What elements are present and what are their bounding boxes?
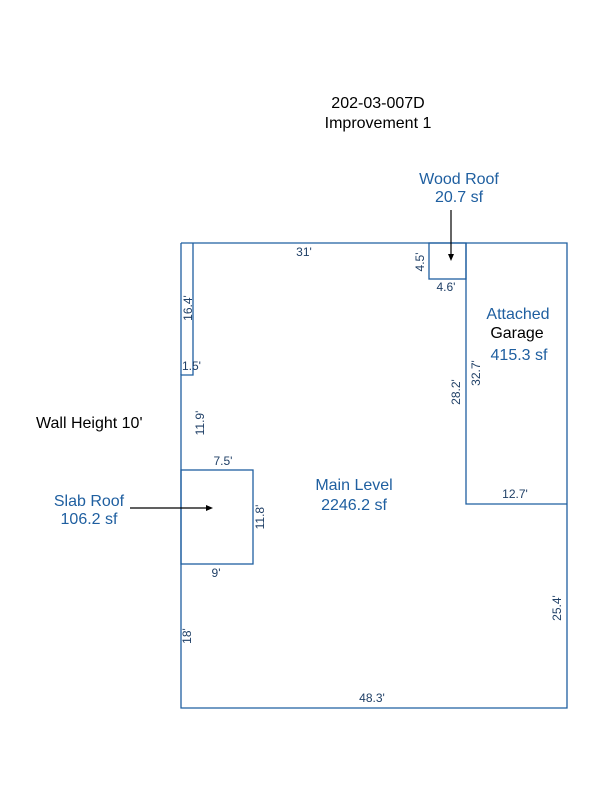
dim-left-lower: 18'	[180, 628, 194, 644]
slab-roof-area: 106.2 sf	[61, 511, 118, 528]
garage-name-line2: Garage	[490, 325, 543, 342]
wood-roof-arrowhead	[448, 254, 454, 261]
slab-roof-box	[180, 469, 254, 565]
dim-wood-height: 4.5'	[413, 253, 427, 272]
dim-garage-left-outer: 28.2'	[449, 379, 463, 405]
dim-left-jog: 1.5'	[182, 359, 201, 373]
dim-garage-left-inner: 32.7'	[469, 360, 483, 386]
dim-slab-top: 7.5'	[214, 454, 233, 468]
garage-outline	[465, 243, 567, 505]
dim-garage-bottom: 12.7'	[502, 487, 528, 501]
main-level-area: 2246.2 sf	[321, 497, 387, 514]
wood-roof-box	[428, 242, 467, 280]
dim-right-lower: 25.4'	[550, 595, 564, 621]
dim-slab-right: 11.8'	[253, 505, 267, 530]
wall-height-label: Wall Height 10'	[36, 415, 143, 432]
garage-area: 415.3 sf	[491, 347, 548, 364]
dim-wood-width: 4.6'	[437, 280, 456, 294]
wood-roof-name: Wood Roof	[419, 171, 499, 188]
dim-left-upper: 16.4'	[181, 295, 195, 321]
main-level-outline	[180, 242, 568, 709]
dim-bottom: 48.3'	[359, 691, 385, 705]
dim-slab-bottom: 9'	[212, 566, 221, 580]
dim-left-mid: 11.9'	[193, 411, 207, 436]
dim-top: 31'	[296, 245, 312, 259]
garage-name-line1: Attached	[486, 306, 549, 323]
wood-roof-area: 20.7 sf	[435, 189, 484, 206]
main-level-name: Main Level	[315, 477, 392, 494]
slab-roof-arrowhead	[206, 505, 213, 511]
parcel-id: 202-03-007D	[331, 95, 424, 112]
slab-roof-name: Slab Roof	[54, 493, 125, 510]
improvement-title: Improvement 1	[325, 115, 432, 132]
